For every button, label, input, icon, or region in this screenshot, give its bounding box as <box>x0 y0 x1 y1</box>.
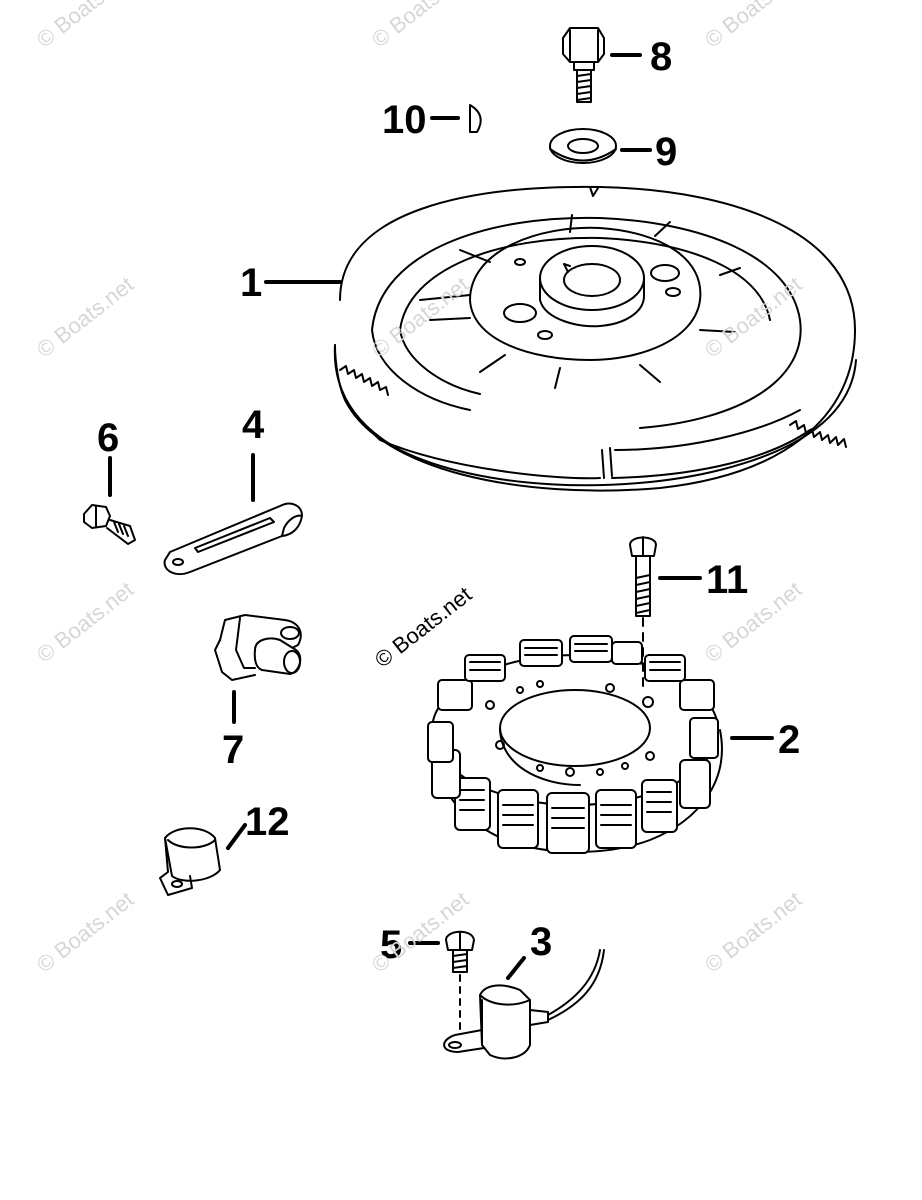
label-part-12: 12 <box>245 800 290 844</box>
clamp-12-icon <box>160 825 245 895</box>
label-part-3: 3 <box>530 920 553 964</box>
label-part-4: 4 <box>242 403 265 447</box>
label-part-1: 1 <box>240 261 263 305</box>
washer-9-icon <box>550 129 650 163</box>
label-part-7: 7 <box>222 728 245 772</box>
screw-6-icon <box>84 458 135 544</box>
sensor-7-icon <box>215 615 301 722</box>
module-3-icon <box>444 950 604 1058</box>
key-10-icon <box>432 105 481 132</box>
label-part-11: 11 <box>706 558 749 602</box>
label-part-6: 6 <box>97 416 120 460</box>
bolt-8-icon <box>563 28 640 102</box>
label-part-2: 2 <box>778 718 801 762</box>
label-part-8: 8 <box>650 35 673 79</box>
screw-11-icon <box>630 537 700 690</box>
screw-5-icon <box>410 932 474 1030</box>
flywheel-1-icon <box>266 187 856 491</box>
label-part-10: 10 <box>382 98 427 142</box>
label-part-5: 5 <box>380 923 403 967</box>
stator-2-icon <box>428 636 772 853</box>
label-part-9: 9 <box>655 130 678 174</box>
bracket-4-icon <box>165 455 302 574</box>
